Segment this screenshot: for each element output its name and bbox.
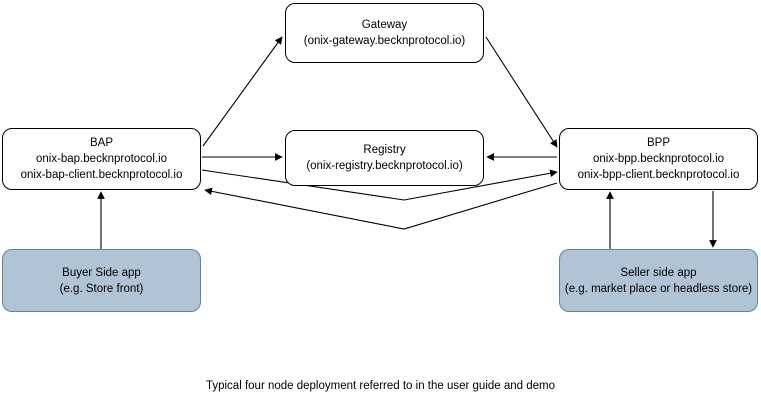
node-seller-side-app-title: Seller side app [620,266,697,279]
node-seller-side-app-subtitle: (e.g. market place or headless store) [564,282,753,295]
node-buyer-side-app-subtitle: (e.g. Store front) [59,282,144,295]
node-registry[interactable]: Registry (onix-registry.becknprotocol.io… [285,130,484,186]
node-bpp-client-host: onix-bpp-client.becknprotocol.io [577,169,740,181]
edge-gateway-to-bpp [485,36,558,148]
node-seller-side-app[interactable]: Seller side app (e.g. market place or he… [559,249,758,312]
edge-bap-to-bpp-elbow [201,169,558,201]
node-buyer-side-app[interactable]: Buyer Side app (e.g. Store front) [2,249,201,312]
node-bpp[interactable]: BPP onix-bpp.becknprotocol.io onix-bpp-c… [559,128,758,190]
diagram-caption: Typical four node deployment referred to… [205,380,556,392]
edge-bpp-to-bap-elbow [204,182,558,230]
node-buyer-side-app-title: Buyer Side app [62,266,141,279]
node-gateway[interactable]: Gateway (onix-gateway.becknprotocol.io) [285,3,484,63]
node-bap-title: BAP [89,137,113,149]
node-gateway-host: (onix-gateway.becknprotocol.io) [303,35,466,47]
node-bap-client-host: onix-bap-client.becknprotocol.io [20,169,183,181]
node-bap-host: onix-bap.becknprotocol.io [35,153,168,165]
node-gateway-title: Gateway [361,19,408,31]
node-bpp-title: BPP [646,137,670,149]
node-registry-host: (onix-registry.becknprotocol.io) [306,160,463,172]
edge-bap-to-gateway [202,36,283,147]
node-bap[interactable]: BAP onix-bap.becknprotocol.io onix-bap-c… [2,128,201,190]
node-registry-title: Registry [363,144,406,156]
node-bpp-host: onix-bpp.becknprotocol.io [592,153,725,165]
